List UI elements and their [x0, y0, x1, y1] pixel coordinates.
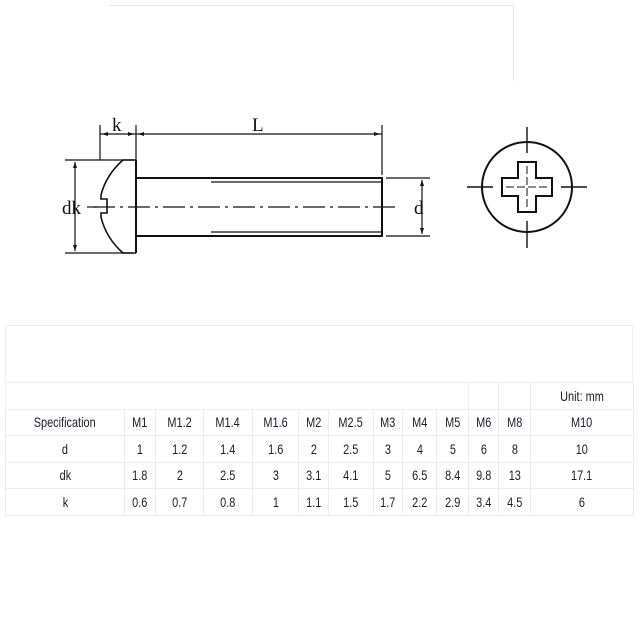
- screw-technical-drawing: k L dk d: [62, 115, 587, 254]
- specification-table-container: Unit: mm Specification M1 M1.2 M1.4 M1.6…: [4, 325, 635, 516]
- table-cell: 2: [155, 461, 204, 489]
- table-cell: 3: [252, 461, 299, 489]
- table-cell: 13: [498, 461, 532, 489]
- label-dk: dk: [62, 198, 82, 219]
- table-cell: 1.1: [298, 488, 329, 516]
- table-cell: 4.1: [328, 461, 374, 489]
- table-header-row: Specification M1 M1.2 M1.4 M1.6 M2 M2.5 …: [5, 408, 635, 436]
- frame-border-right: [513, 5, 514, 81]
- table-cell: 3.4: [468, 488, 500, 516]
- table-cell: 6: [530, 488, 635, 516]
- table-cell: 1.6: [252, 435, 299, 463]
- header-cell: Specification: [5, 408, 125, 436]
- table-cell: 9.8: [468, 461, 500, 489]
- table-cell: 3.1: [298, 461, 329, 489]
- header-cell: M6: [468, 408, 500, 436]
- header-cell: M3: [373, 408, 403, 436]
- label-d: d: [414, 198, 424, 219]
- table-cell: 2: [298, 435, 329, 463]
- header-cell: M5: [435, 408, 470, 436]
- label-k: k: [112, 115, 122, 136]
- header-cell: M2.5: [328, 408, 374, 436]
- table-cell: 1.7: [373, 488, 403, 516]
- frame-border-top: [109, 5, 513, 6]
- table-cell: 5: [435, 435, 470, 463]
- unit-label: Unit: mm: [530, 382, 635, 410]
- table-cell: 5: [373, 461, 403, 489]
- table-cell: 3: [373, 435, 403, 463]
- table-cell: dk: [5, 461, 125, 489]
- table-cell: 1: [252, 488, 299, 516]
- table-cell: 8: [498, 435, 532, 463]
- table-cell: 2.9: [435, 488, 470, 516]
- header-cell: M1.6: [252, 408, 299, 436]
- table-top-spacer: [5, 325, 633, 382]
- header-cell: M10: [530, 408, 635, 436]
- table-cell: 6: [468, 435, 500, 463]
- table-cell: 0.6: [124, 488, 156, 516]
- table-cell: 0.8: [203, 488, 253, 516]
- table-cell: 1.4: [203, 435, 253, 463]
- table-cell: 4.5: [498, 488, 532, 516]
- table-cell: 2.5: [203, 461, 253, 489]
- header-cell: M4: [402, 408, 437, 436]
- table-cell: 1.2: [155, 435, 204, 463]
- unit-row: Unit: mm: [4, 382, 635, 410]
- header-cell: M2: [298, 408, 329, 436]
- table-cell: 10: [530, 435, 635, 463]
- table-cell: 4: [402, 435, 437, 463]
- table-cell: 2.5: [328, 435, 374, 463]
- header-cell: M1: [124, 408, 156, 436]
- table-cell: 0.7: [155, 488, 204, 516]
- table-cell: 6.5: [402, 461, 437, 489]
- table-cell: 2.2: [402, 488, 437, 516]
- table-row-k: k 0.6 0.7 0.8 1 1.1 1.5 1.7 2.2 2.9 3.4 …: [5, 488, 635, 516]
- header-cell: M1.2: [155, 408, 204, 436]
- table-cell: 17.1: [530, 461, 635, 489]
- label-L: L: [252, 115, 264, 136]
- header-cell: M8: [498, 408, 532, 436]
- table-row-dk: dk 1.8 2 2.5 3 3.1 4.1 5 6.5 8.4 9.8 13 …: [5, 461, 635, 489]
- table-cell: 8.4: [435, 461, 470, 489]
- table-cell: 1.5: [328, 488, 374, 516]
- table-cell: 1: [124, 435, 156, 463]
- table-cell: 1.8: [124, 461, 156, 489]
- table-cell: k: [5, 488, 125, 516]
- header-cell: M1.4: [203, 408, 253, 436]
- specification-table: Unit: mm Specification M1 M1.2 M1.4 M1.6…: [4, 382, 635, 516]
- table-row-d: d 1 1.2 1.4 1.6 2 2.5 3 4 5 6 8 10: [5, 435, 635, 463]
- table-cell: d: [5, 435, 125, 463]
